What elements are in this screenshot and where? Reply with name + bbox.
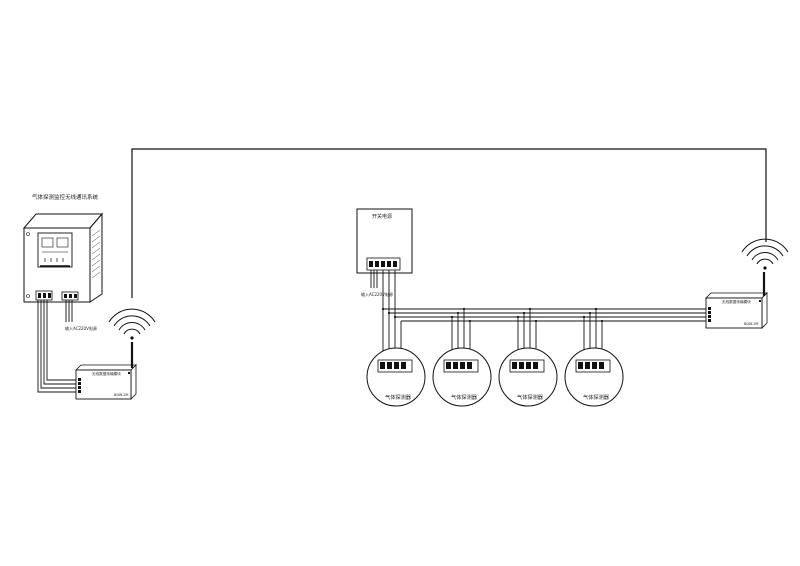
link-line-top	[131, 148, 767, 298]
controller-cabinet	[22, 212, 104, 303]
detector-label: 气体探测器	[583, 393, 610, 401]
bolt-icon	[26, 232, 30, 236]
drop-junction-dots	[450, 307, 604, 323]
power-supply-label: 开关电源	[372, 213, 392, 220]
controller-power-leads	[65, 300, 73, 322]
switching-power-supply: 开关电源	[356, 208, 413, 274]
wireless-module-right: 无线数据传输模块 BDW-2M	[705, 292, 768, 329]
module-right-model: BDW-2M	[744, 322, 759, 326]
gas-detector-4: 气体探测器	[564, 347, 624, 407]
control-panel	[37, 232, 73, 268]
module-left-model: BDW-2M	[114, 393, 129, 397]
module-right-label: 无线数据传输模块	[722, 299, 751, 304]
module-left-label: 无线数据传输模块	[92, 371, 121, 376]
wireless-module-left: 无线数据传输模块 BDW-2M	[75, 364, 137, 400]
bus-junction-dots	[381, 307, 397, 319]
detector-label: 气体探测器	[385, 393, 412, 401]
controller-to-module-bundle	[37, 300, 76, 393]
gas-detector-1: 气体探测器	[366, 347, 426, 407]
bolt-icon	[26, 294, 30, 298]
gas-detector-2: 气体探测器	[432, 347, 492, 407]
power-supply-output-leads	[382, 270, 396, 360]
signal-bus	[383, 308, 706, 322]
antenna-icon	[108, 308, 156, 368]
gas-detector-3: 气体探测器	[498, 347, 558, 407]
power-supply-power-note: 输入AC220V电源	[361, 291, 393, 297]
controller-power-note: 输入AC220V电源	[65, 325, 97, 331]
controller-title: 气体探测监控无线通讯系统	[32, 193, 99, 201]
detector-label: 气体探测器	[451, 393, 478, 401]
detector-label: 气体探测器	[517, 393, 544, 401]
power-supply-input-leads	[370, 270, 378, 288]
antenna-icon	[741, 238, 789, 296]
